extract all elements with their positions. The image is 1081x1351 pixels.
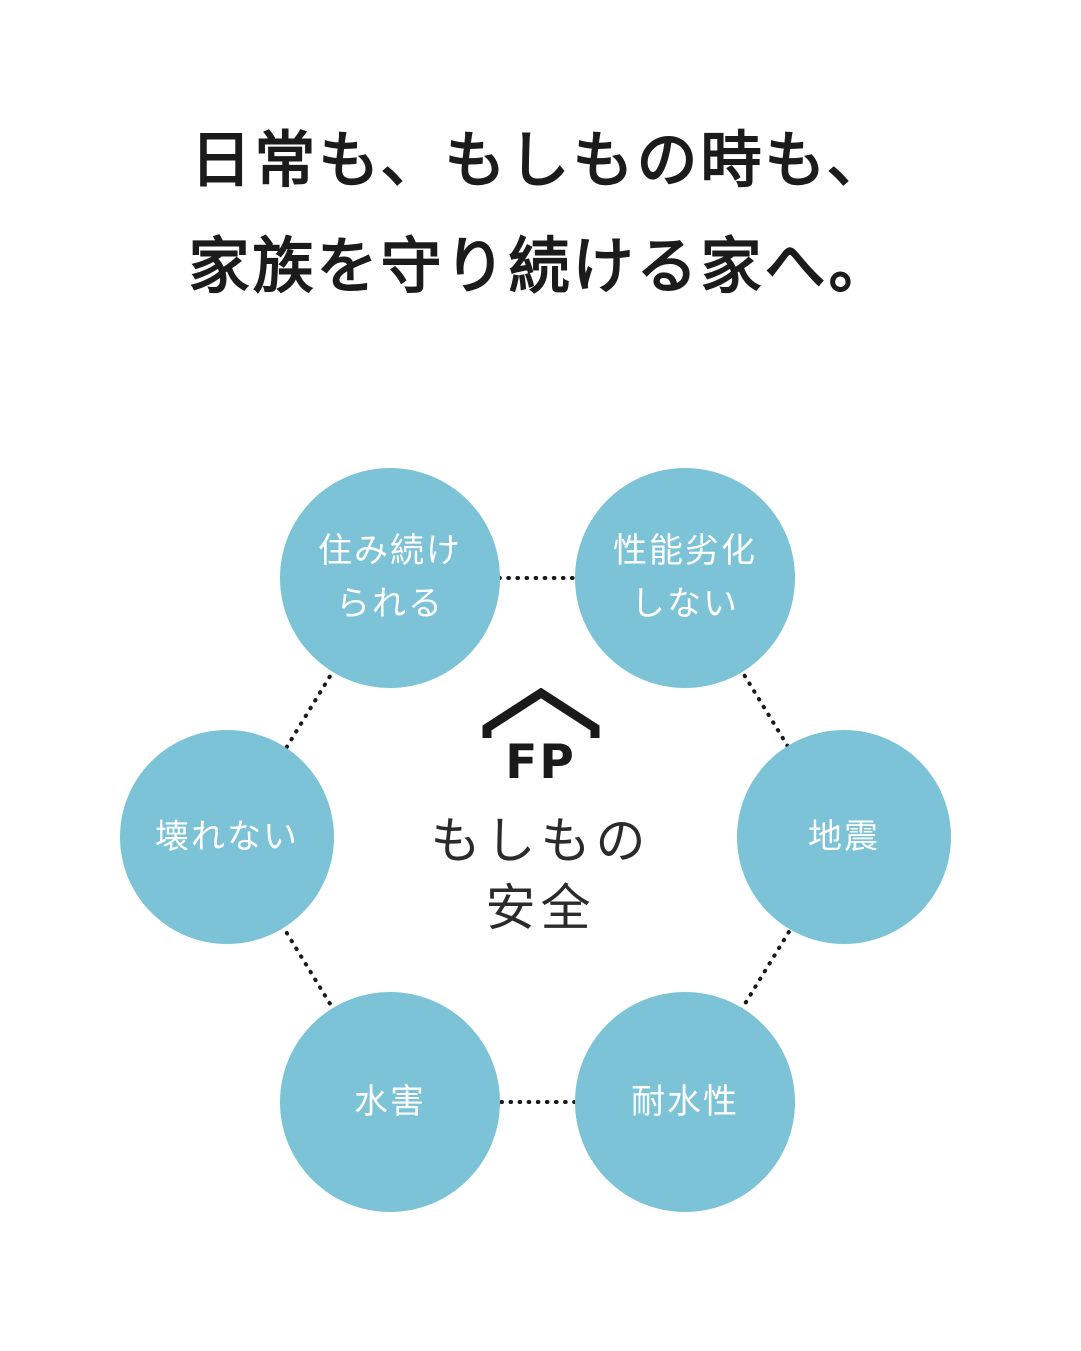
node-water-resistance-label: 耐水性 <box>631 1081 739 1122</box>
house-roof-icon <box>482 688 599 738</box>
center-label: もしもの 安全 <box>431 808 651 942</box>
node-no-degradation-label-line2: しない <box>631 584 739 624</box>
node-no-degradation-label-line1: 性能劣化 <box>613 531 757 572</box>
node-keep-living-label-line2: られる <box>336 584 444 624</box>
node-flood-label: 水害 <box>354 1081 426 1122</box>
node-no-degradation: 性能劣化 しない <box>575 468 795 688</box>
node-keep-living-label-line1: 住み続け <box>318 531 462 572</box>
page-title-line2: 家族を守り続ける家へ。 <box>188 231 893 303</box>
node-flood: 水害 <box>280 992 500 1212</box>
node-earthquake: 地震 <box>737 730 951 944</box>
center-label-line2: 安全 <box>485 879 596 937</box>
node-unbreakable-label: 壊れない <box>155 816 299 857</box>
page-title: 日常も、もしもの時も、 家族を守り続ける家へ。 <box>0 0 1081 320</box>
node-unbreakable: 壊れない <box>120 730 334 944</box>
center-label-line1: もしもの <box>430 812 651 870</box>
fp-house-logo: FP <box>480 688 602 786</box>
node-keep-living: 住み続け られる <box>280 468 500 688</box>
page-title-line1: 日常も、もしもの時も、 <box>190 125 891 196</box>
node-water-resistance: 耐水性 <box>575 992 795 1212</box>
fp-logo-letters: FP <box>505 735 576 790</box>
node-earthquake-label: 地震 <box>808 816 880 857</box>
